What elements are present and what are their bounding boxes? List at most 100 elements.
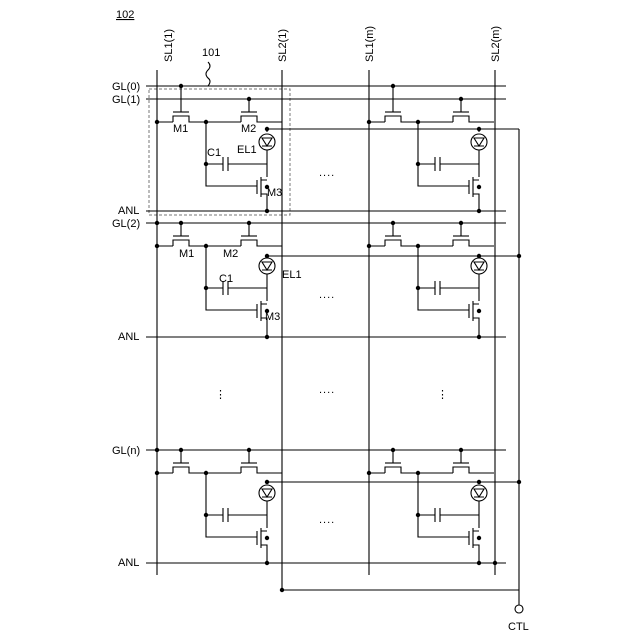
ellipsis-middle: .... [319, 384, 335, 396]
vertical-ellipsis-left: ⋮ [215, 389, 227, 401]
node-a-wire [418, 122, 469, 186]
junction-dot [477, 536, 481, 540]
anl-label-1: ANL [118, 205, 139, 217]
transistor-m2-channel [418, 116, 494, 122]
junction-dot [247, 448, 251, 452]
el1-diode-ring [471, 134, 487, 150]
column-label-sl1-1: SL1(1) [163, 29, 175, 62]
ctl-bus [282, 129, 523, 613]
capacitor-c1 [418, 281, 479, 295]
node-a-wire [206, 473, 257, 537]
row-label-gl1: GL(1) [112, 94, 140, 106]
el1-diode-ring [259, 485, 275, 501]
ellipsis-row-1: .... [319, 167, 335, 179]
transistor-m3 [469, 528, 479, 563]
transistor-m2-channel [206, 116, 282, 122]
el1-diode-ring [471, 485, 487, 501]
junction-dot [204, 513, 208, 517]
junction-dot [247, 97, 251, 101]
ctl-label: CTL [508, 621, 529, 633]
junction-dot [265, 561, 269, 565]
junction-dot [204, 120, 208, 124]
junction-dot [459, 448, 463, 452]
el1-diode-symbol [474, 489, 484, 497]
junction-dot [247, 221, 251, 225]
pixel-cell-rncm [367, 448, 519, 565]
junction-dot [493, 561, 497, 565]
el1-diode-ring [471, 258, 487, 274]
transistor-m1-channel [369, 467, 418, 473]
el1-diode-symbol [262, 262, 272, 270]
label-m3-b: M3 [265, 311, 280, 323]
pixel-cell-r2c1 [155, 221, 519, 339]
junction-dot [155, 471, 159, 475]
pixel-cells [155, 84, 521, 592]
pixel-cell-r1cm [367, 84, 519, 213]
transistor-m1-channel [369, 116, 418, 122]
transistor-m1-channel [369, 240, 418, 246]
junction-dot [391, 84, 395, 88]
column-label-sl2-1: SL2(1) [277, 29, 289, 62]
transistor-m3 [257, 177, 267, 211]
junction-dot [280, 588, 284, 592]
junction-dot [459, 97, 463, 101]
node-a-wire [418, 473, 469, 537]
figure-number: 102 [116, 9, 134, 21]
junction-dot [367, 120, 371, 124]
transistor-m1-channel [157, 240, 206, 246]
junction-dot [517, 254, 521, 258]
label-m1-b: M1 [179, 248, 194, 260]
label-el1-b: EL1 [282, 269, 302, 281]
anl-label-2: ANL [118, 331, 139, 343]
el1-diode-ring [259, 258, 275, 274]
label-m3-a: M3 [267, 187, 282, 199]
junction-dot [416, 513, 420, 517]
junction-dot [517, 480, 521, 484]
transistor-m2-channel [206, 240, 282, 246]
junction-dot [179, 221, 183, 225]
label-c1-a: C1 [207, 147, 221, 159]
junction-dot [265, 254, 269, 258]
junction-dot [155, 244, 159, 248]
el1-diode-symbol [262, 489, 272, 497]
junction-dot [204, 162, 208, 166]
capacitor-c1 [206, 157, 267, 171]
junction-dot [477, 254, 481, 258]
transistor-m2-channel [418, 240, 494, 246]
label-m2-b: M2 [223, 248, 238, 260]
ellipsis-row-3: .... [319, 514, 335, 526]
label-m1-a: M1 [173, 123, 188, 135]
pixel-cell-r2cm [367, 221, 519, 339]
row-label-gl2: GL(2) [112, 218, 140, 230]
junction-dot [179, 84, 183, 88]
junction-dot [477, 480, 481, 484]
transistor-m3 [257, 528, 267, 563]
block-label-leader [206, 62, 210, 86]
block-label-101: 101 [202, 47, 220, 59]
transistor-m1-channel [157, 116, 206, 122]
transistor-m1-channel [157, 467, 206, 473]
junction-dot [416, 120, 420, 124]
junction-dot [477, 209, 481, 213]
junction-dot [367, 244, 371, 248]
junction-dot [416, 244, 420, 248]
label-el1-a: EL1 [237, 144, 257, 156]
capacitor-c1 [206, 508, 267, 522]
junction-dot [416, 162, 420, 166]
junction-dot [477, 185, 481, 189]
junction-dot [416, 286, 420, 290]
junction-dot [265, 536, 269, 540]
junction-dot [204, 244, 208, 248]
junction-dot [477, 309, 481, 313]
el1-diode-ring [259, 134, 275, 150]
anl-label-3: ANL [118, 557, 139, 569]
column-label-sl2-m: SL2(m) [490, 26, 502, 62]
junction-dot [265, 209, 269, 213]
junction-dot [391, 448, 395, 452]
transistor-m2-channel [418, 467, 494, 473]
capacitor-c1 [418, 508, 479, 522]
row-label-gln: GL(n) [112, 445, 140, 457]
junction-dot [416, 471, 420, 475]
junction-dot [367, 471, 371, 475]
